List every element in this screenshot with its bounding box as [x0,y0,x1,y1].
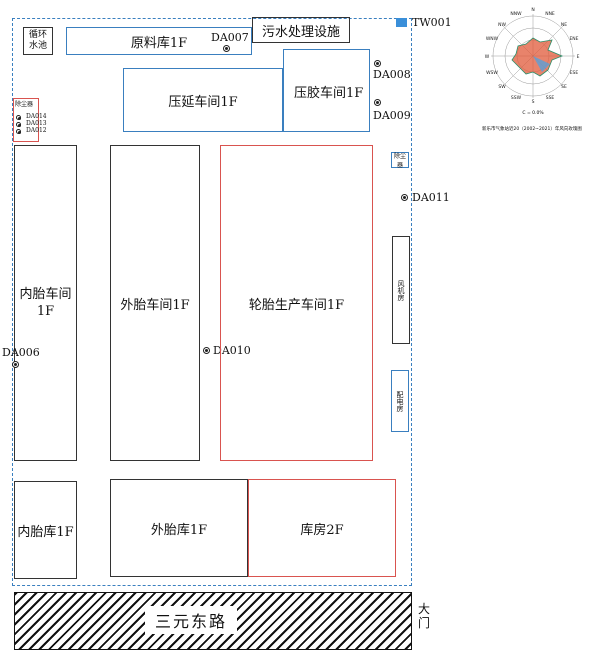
da014-label: DA014 [26,113,47,120]
da013-outlet-icon [16,122,21,127]
da013-label: DA013 [26,120,47,127]
da012-label: DA012 [26,127,47,134]
tire-production-workshop: 轮胎生产车间1F [220,145,373,461]
site-boundary [12,18,412,586]
rolling-workshop: 压延车间1F [123,68,283,132]
wind-rose-scale: C = 0.0% [522,110,544,116]
left-small-facility-label: 除尘器 [15,101,34,108]
wind-rose-caption: 新乐市气象站近20（2002~2021）年风向玫瑰图 [482,127,582,132]
pressing-workshop: 压胶车间1F [283,49,370,132]
inner-tube-workshop: 内胎车间 1F [14,145,77,461]
da006-label: DA006 [2,346,40,359]
right-small-facility: 除尘器 [391,152,409,169]
storehouse: 库房2F [248,479,396,577]
da010-outlet-icon [203,347,210,354]
wind-rose-petal-accent [533,56,550,72]
left-small-facility: 除尘器 [13,98,39,142]
wind-direction-label: ESE [570,70,579,76]
wind-direction-label: WSW [486,70,498,76]
wind-direction-label: NNW [510,11,522,17]
outer-tube-workshop: 外胎车间1F [110,145,200,461]
wind-direction-labels: N NNE NE ENE E ESE SE SSE S SSW SW WSW W… [485,7,580,105]
sewage-facility: 污水处理设施 [252,17,350,43]
da011-label: DA011 [412,191,450,204]
da008-label: DA008 [373,68,411,81]
wind-direction-label: W [485,54,490,60]
da010-label: DA010 [213,344,251,357]
wind-direction-label: S [532,99,535,105]
inner-tube-warehouse: 内胎库1F [14,481,77,579]
raw-material-warehouse: 原料库1F [66,27,252,55]
wind-direction-label: SSW [511,95,522,101]
da011-outlet-icon [401,194,408,201]
wind-direction-label: SE [561,84,567,90]
main-gate-label: 大 门 [418,602,431,630]
wind-direction-label: WNW [486,36,499,42]
da007-label: DA007 [211,31,249,44]
da007-outlet-icon [223,45,230,52]
wind-direction-label: NE [561,22,567,28]
wind-direction-label: ENE [569,36,578,42]
da014-outlet-icon [16,115,21,120]
tw001-label: TW001 [412,16,452,29]
wind-direction-label: E [577,54,580,60]
wind-direction-label: SSE [546,95,555,101]
da008-outlet-icon [374,60,381,67]
da006-outlet-icon [12,361,19,368]
outer-tube-warehouse: 外胎库1F [110,479,248,577]
wind-rose: N NNE NE ENE E ESE SE SSE S SSW SW WSW W… [485,7,580,116]
right-tall-room-2: 配电房 [391,370,409,432]
wind-rose-petals [511,37,564,77]
wind-direction-label: SW [498,84,506,90]
tw001-marker [396,18,407,27]
pressing-workshop-label: 压胶车间1F [294,86,364,101]
wind-direction-label: N [531,7,534,13]
da012-outlet-icon [16,129,21,134]
right-tall-room-1: 风机房 [392,236,410,344]
wind-direction-label: NNE [545,11,555,17]
da009-outlet-icon [374,99,381,106]
circulating-pool: 循环 水池 [23,27,53,55]
wind-direction-label: NW [498,22,506,28]
da009-label: DA009 [373,109,411,122]
road-label: 三元东路 [145,606,238,634]
